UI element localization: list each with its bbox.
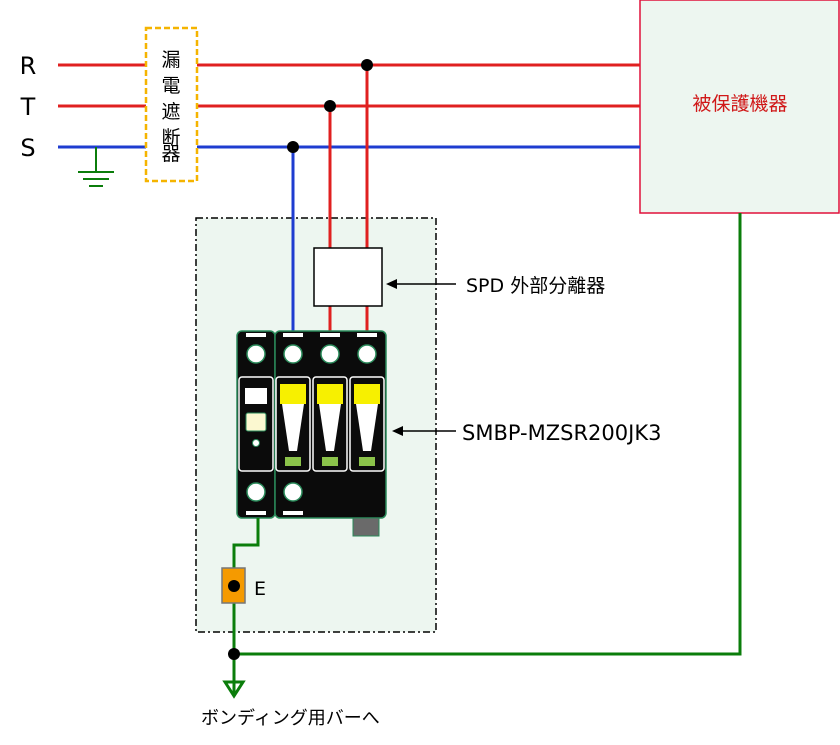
bonding-junction-dot [228, 648, 240, 660]
breaker-char-3: 遮 [161, 101, 180, 123]
breaker-char-1: 漏 [161, 49, 180, 71]
protected-equipment-label: 被保護機器 [692, 93, 787, 115]
phase-r-label: R [20, 52, 37, 80]
terminal-screw-icon [357, 344, 377, 364]
earth-terminal-label: E [254, 578, 266, 600]
pole-indicator [349, 376, 385, 472]
earth-terminal-junction [228, 580, 240, 592]
junction-dot-s [287, 141, 299, 153]
phase-s-label: S [20, 134, 35, 162]
pole-indicator [312, 376, 348, 472]
spd-disconnector-label: SPD 外部分離器 [466, 275, 605, 297]
junction-dot-r [361, 59, 373, 71]
ground-symbol-icon [78, 147, 114, 187]
terminal-screw-icon [246, 482, 266, 502]
spd-model-label: SMBP-MZSR200JK3 [462, 421, 661, 445]
terminal-screw-icon [283, 482, 303, 502]
equipment-earth-wire [234, 213, 742, 656]
terminal-screw-icon [283, 344, 303, 364]
terminal-screw-icon [320, 344, 340, 364]
remote-contact-block [352, 517, 380, 537]
terminal-screw-icon [246, 344, 266, 364]
disconnector-arrowhead-icon [386, 279, 397, 289]
earth-leakage-breaker [144, 26, 199, 183]
spd-device [236, 330, 387, 537]
spd-external-disconnector [313, 247, 383, 307]
phase-t-label: T [20, 93, 36, 121]
breaker-char-2: 電 [161, 75, 180, 97]
breaker-char-4: 断 [161, 127, 180, 149]
breaker-char-5: 器 [161, 143, 180, 165]
junction-dot-t [324, 100, 336, 112]
model-arrowhead-icon [392, 426, 403, 436]
protected-equipment-box [639, 0, 840, 214]
earth-wire-internal [232, 518, 260, 695]
pole-indicator [275, 376, 311, 472]
bonding-label: ボンディング用バーへ [201, 708, 380, 729]
bonding-arrowhead-icon [222, 680, 246, 699]
